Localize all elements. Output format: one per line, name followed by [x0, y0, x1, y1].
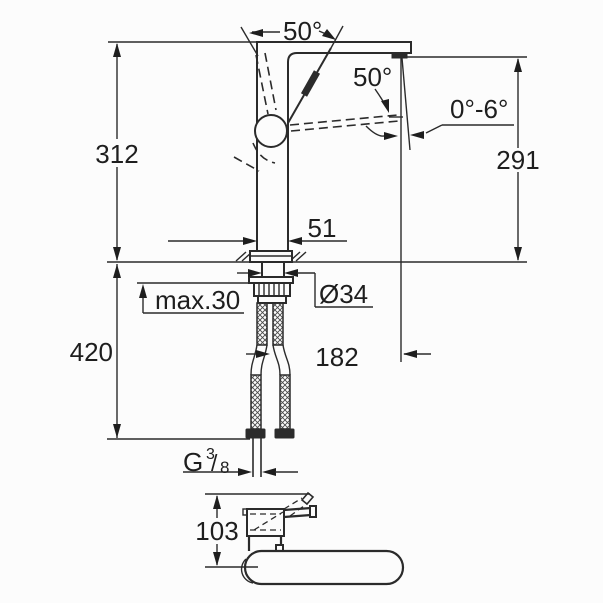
front-view-faucet [107, 25, 527, 477]
aerator [391, 52, 408, 59]
dimension-reach: 182 [246, 342, 431, 372]
dim-lever-open-angle-label: 50° [283, 16, 322, 46]
side-view-faucet [240, 491, 405, 586]
faucet-body-outline [256, 41, 412, 251]
lever-handle-solid [287, 25, 344, 124]
side-lever-dashed-raised [283, 491, 315, 517]
side-base-oval [243, 549, 405, 586]
dimension-body-width: 51 [168, 213, 347, 245]
mounting-shank [248, 261, 294, 304]
dimension-spout-tilt-angle: 0°-6° [365, 94, 514, 140]
hose-fitting-right [274, 428, 295, 439]
dimension-height-total: 312 [95, 41, 257, 261]
dim-outlet-height-label: 291 [496, 145, 539, 175]
side-lever-solid [283, 505, 317, 519]
dimension-outlet-height: 291 [403, 56, 540, 261]
dimension-counter-thickness: max.30 [139, 284, 244, 315]
dim-thread-numerator: 3 [206, 446, 215, 463]
dimension-lever-open-angle: 50° [249, 16, 336, 46]
dim-counter-thickness-label: max.30 [155, 285, 240, 315]
dimension-side-height: 103 [195, 493, 310, 568]
lever-handle-dashed-down [289, 114, 403, 132]
dim-spout-tilt-label: 0°-6° [450, 94, 508, 124]
dim-side-height-label: 103 [195, 516, 238, 546]
hose-fitting-left [245, 428, 266, 439]
dim-lever-swing-angle-label: 50° [353, 62, 392, 92]
dimension-install-depth: 420 [70, 264, 250, 440]
dim-thread-g-label: G [183, 447, 203, 477]
dim-reach-label: 182 [315, 342, 358, 372]
dim-hole-diameter-label: Ø34 [319, 279, 368, 309]
dim-body-width-label: 51 [308, 213, 337, 243]
dim-height-total-label: 312 [95, 139, 138, 169]
dim-install-depth-label: 420 [70, 337, 113, 367]
mounting-nut-hatch [258, 284, 285, 295]
dimension-annotations: 312 291 420 51 [70, 16, 540, 568]
stream-tilt-line [401, 57, 411, 151]
dimension-lever-swing-angle: 50° [353, 62, 392, 113]
dim-thread-slash: / [211, 450, 218, 476]
dim-thread-denominator: 8 [220, 458, 229, 477]
supply-hoses [245, 302, 295, 477]
lever-pivot-ball [254, 114, 288, 148]
dimension-hole-diameter: Ø34 [237, 269, 373, 309]
base-flange [249, 250, 293, 263]
dimension-thread-size: G 3 / 8 [183, 446, 298, 477]
